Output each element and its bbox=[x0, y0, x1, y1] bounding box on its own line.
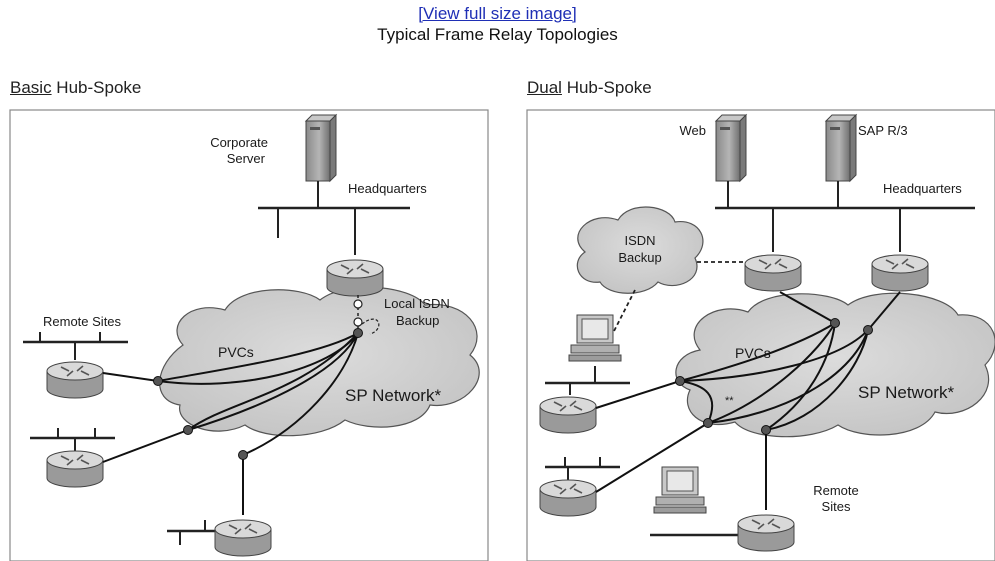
double-star-note: ** bbox=[725, 395, 734, 407]
corporate-server-icon bbox=[305, 114, 337, 182]
left-pvcs-label: PVCs bbox=[218, 344, 254, 360]
left-remote-router-1-icon bbox=[46, 361, 104, 399]
left-remote-router-2-icon bbox=[46, 450, 104, 488]
left-hq-router-icon bbox=[326, 259, 384, 297]
right-pvcs-label: PVCs bbox=[735, 345, 771, 361]
right-pvc-links bbox=[595, 291, 901, 510]
local-isdn-backup-label: Backup bbox=[396, 313, 439, 328]
left-remote-router-3-icon bbox=[214, 519, 272, 557]
local-isdn-label: Local ISDN bbox=[384, 296, 450, 311]
left-headquarters-label: Headquarters bbox=[348, 181, 427, 196]
left-remote-sites-label: Remote Sites bbox=[43, 314, 122, 329]
server-label: Server bbox=[227, 151, 266, 166]
web-label: Web bbox=[680, 123, 707, 138]
right-hq-router-2-icon bbox=[871, 254, 929, 292]
diagram-title: Typical Frame Relay Topologies bbox=[377, 25, 618, 44]
right-remote-router-1-icon bbox=[539, 396, 597, 434]
sites-label: Sites bbox=[822, 499, 851, 514]
right-remote-router-2-icon bbox=[539, 479, 597, 517]
left-pvc-links bbox=[102, 332, 359, 515]
left-panel-title: Basic Hub-Spoke bbox=[10, 78, 142, 97]
right-panel-title: Dual Hub-Spoke bbox=[527, 78, 652, 97]
isdn-backup-label: Backup bbox=[618, 250, 661, 265]
left-sp-network-label: SP Network* bbox=[345, 386, 441, 405]
right-remote-router-3-icon bbox=[737, 514, 795, 552]
corporate-label: Corporate bbox=[210, 135, 268, 150]
remote-label: Remote bbox=[813, 483, 859, 498]
view-full-size-link[interactable]: [View full size image] bbox=[418, 4, 577, 23]
sap-label: SAP R/3 bbox=[858, 123, 908, 138]
isdn-label: ISDN bbox=[624, 233, 655, 248]
right-hq-router-1-icon bbox=[744, 254, 802, 292]
sap-server-icon bbox=[825, 114, 857, 182]
left-isdn-port-icon bbox=[353, 299, 363, 309]
right-sp-network-label: SP Network* bbox=[858, 383, 954, 402]
right-headquarters-label: Headquarters bbox=[883, 181, 962, 196]
isdn-backup-cloud bbox=[576, 206, 704, 294]
web-server-icon bbox=[715, 114, 747, 182]
